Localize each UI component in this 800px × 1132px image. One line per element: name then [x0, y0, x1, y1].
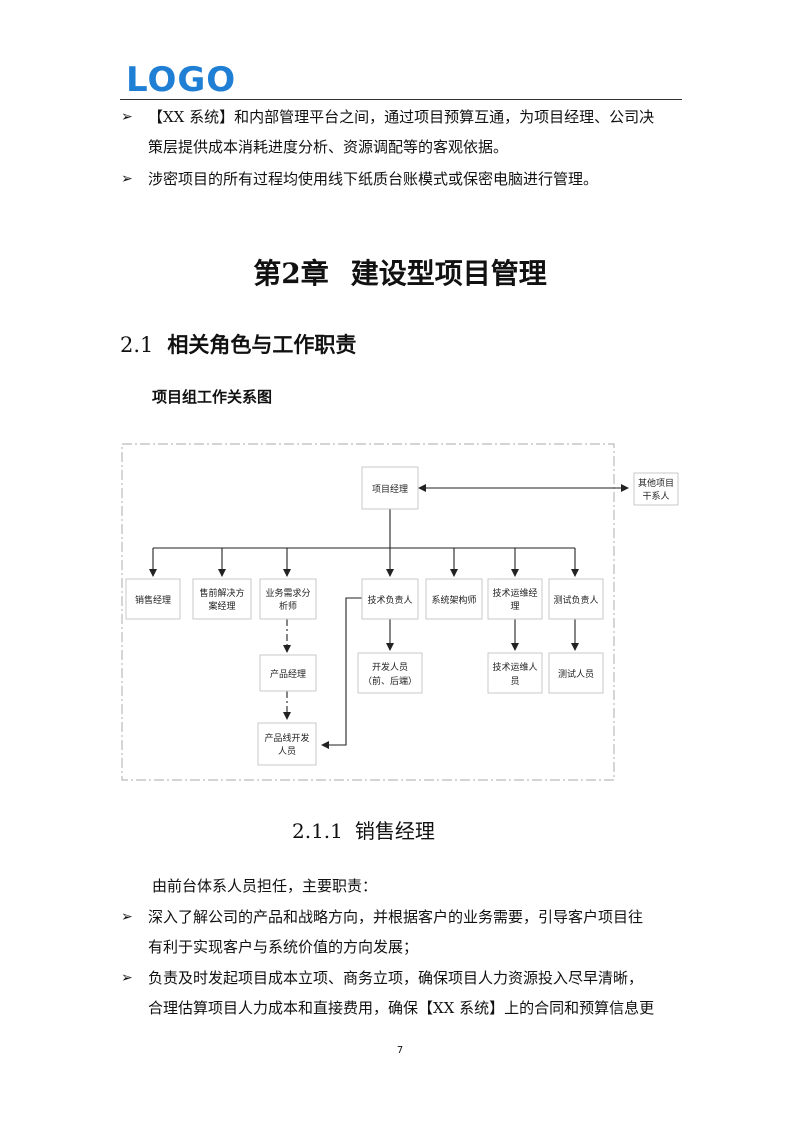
- subsection-heading: 2.1.1 销售经理: [292, 816, 435, 846]
- svg-text:售前解决方: 售前解决方: [199, 587, 244, 599]
- node-presales-manager: 售前解决方 案经理: [192, 578, 252, 620]
- bullet-line: 深入了解公司的产品和战略方向，并根据客户的业务需要，引导客户项目往: [148, 908, 644, 926]
- node-testers: 测试人员: [548, 652, 604, 694]
- svg-text:开发人员: 开发人员: [372, 661, 408, 673]
- section-heading: 2.1 相关角色与工作职责: [120, 330, 356, 360]
- company-logo: LOGO: [126, 60, 237, 100]
- subsection-title: 销售经理: [354, 819, 435, 843]
- bullet-line: 负责及时发起项目成本立项、商务立项，确保项目人力资源投入尽早清晰，: [148, 969, 644, 987]
- svg-text:员: 员: [510, 676, 519, 687]
- svg-text:销售经理: 销售经理: [135, 594, 171, 606]
- svg-text:业务需求分: 业务需求分: [265, 587, 310, 599]
- chapter-title: 建设型项目管理: [350, 257, 547, 290]
- bullet-arrow-icon: ➢: [121, 970, 133, 986]
- node-tech-lead: 技术负责人: [361, 578, 419, 620]
- bullet-line: 有利于实现客户与系统价值的方向发展；: [148, 938, 419, 956]
- bullet-line: 【XX 系统】和内部管理平台之间，通过项目预算互通，为项目经理、公司决: [148, 108, 655, 126]
- chapter-heading: 第2章建设型项目管理: [0, 254, 800, 294]
- bullet-arrow-icon: ➢: [121, 109, 133, 125]
- svg-text:系统架构师: 系统架构师: [431, 594, 476, 606]
- node-business-analyst: 业务需求分 析师: [259, 578, 317, 620]
- svg-text:产品经理: 产品经理: [270, 668, 306, 680]
- section-number: 2.1: [120, 333, 154, 357]
- intro-paragraph: 由前台体系人员担任，主要职责：: [152, 877, 378, 895]
- svg-text:析师: 析师: [279, 600, 297, 612]
- section-title: 相关角色与工作职责: [167, 333, 357, 357]
- bullet-line: 合理估算项目人力成本和直接费用，确保【XX 系统】上的合同和预算信息更: [148, 999, 655, 1017]
- svg-text:技术负责人: 技术负责人: [367, 594, 412, 606]
- bullet-arrow-icon: ➢: [121, 171, 133, 187]
- svg-text:技术运维经: 技术运维经: [492, 587, 537, 599]
- svg-text:干系人: 干系人: [642, 491, 669, 502]
- connector-lines: [149, 484, 629, 749]
- node-project-manager: 项目经理: [361, 466, 419, 510]
- svg-text:技术运维人: 技术运维人: [492, 661, 537, 673]
- svg-text:（前、后端）: （前、后端）: [363, 675, 417, 687]
- svg-text:其他项目: 其他项目: [638, 477, 674, 489]
- node-system-architect: 系统架构师: [425, 578, 483, 620]
- subsection-number: 2.1.1: [292, 819, 343, 843]
- node-test-lead: 测试负责人: [548, 578, 604, 620]
- page-number: 7: [396, 1045, 404, 1056]
- svg-text:测试人员: 测试人员: [558, 668, 594, 680]
- bullet-arrow-icon: ➢: [121, 909, 133, 925]
- node-ops-staff: 技术运维人 员: [487, 652, 543, 694]
- svg-text:项目经理: 项目经理: [372, 483, 408, 495]
- svg-text:产品线开发: 产品线开发: [264, 732, 309, 744]
- node-product-line-developers: 产品线开发 人员: [257, 722, 317, 766]
- bullet-line: 策层提供成本消耗进度分析、资源调配等的客观依据。: [148, 138, 509, 156]
- node-developers: 开发人员 （前、后端）: [357, 652, 423, 694]
- svg-text:理: 理: [510, 601, 519, 612]
- node-ops-manager: 技术运维经 理: [487, 578, 543, 620]
- svg-text:案经理: 案经理: [208, 600, 235, 612]
- header-divider: [120, 99, 682, 100]
- svg-text:人员: 人员: [278, 746, 296, 757]
- svg-text:测试负责人: 测试负责人: [553, 594, 598, 606]
- chapter-number: 第2章: [253, 257, 329, 290]
- node-product-manager: 产品经理: [259, 654, 317, 692]
- figure-title: 项目组工作关系图: [152, 388, 273, 406]
- node-sales-manager: 销售经理: [125, 578, 181, 620]
- bullet-line: 涉密项目的所有过程均使用线下纸质台账模式或保密电脑进行管理。: [148, 170, 599, 188]
- node-other-stakeholders: 其他项目 干系人: [633, 472, 679, 506]
